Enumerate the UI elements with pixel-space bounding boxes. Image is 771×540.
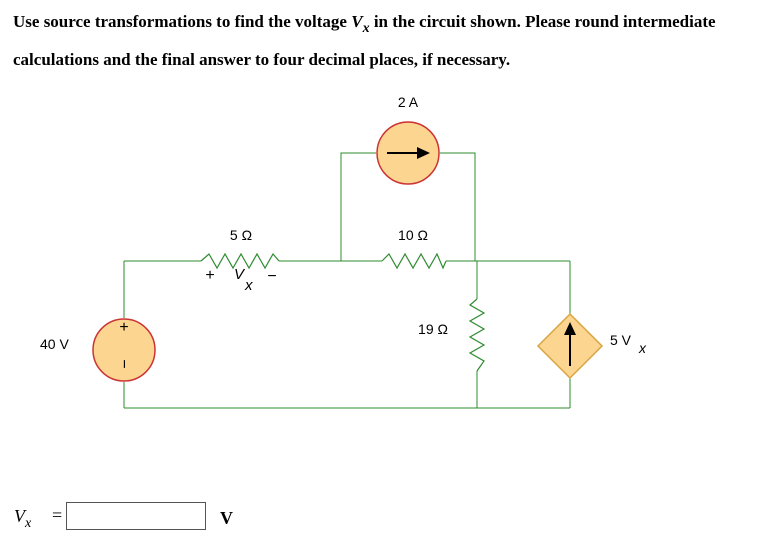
answer-var-sub: x bbox=[25, 516, 32, 531]
vx-sub: x bbox=[244, 277, 253, 294]
question-part2: in the circuit shown. Please round inter… bbox=[13, 12, 716, 69]
dep-source-label: 5 V bbox=[610, 332, 632, 348]
answer-unit: V bbox=[220, 508, 233, 528]
wire-cs-loop bbox=[340, 152, 476, 261]
vx-minus: − bbox=[267, 268, 276, 285]
question-text: Use source transformations to find the v… bbox=[13, 4, 768, 78]
voltage-source-label: 40 V bbox=[40, 336, 69, 352]
vx-plus: + bbox=[205, 267, 214, 284]
resistor-10ohm bbox=[381, 252, 447, 270]
question-var: V bbox=[351, 12, 363, 31]
answer-var: V bbox=[14, 506, 25, 526]
answer-label: Vx bbox=[14, 506, 31, 531]
resistor-19ohm bbox=[468, 298, 486, 372]
voltage-source bbox=[92, 318, 156, 382]
r-left-label: 5 Ω bbox=[230, 227, 252, 243]
vx-var: V bbox=[234, 266, 246, 283]
answer-input[interactable] bbox=[66, 502, 206, 530]
wires bbox=[123, 152, 571, 409]
source-minus: − bbox=[115, 359, 132, 368]
answer-equals: = bbox=[52, 505, 63, 525]
source-plus: + bbox=[119, 319, 128, 336]
question-part1: Use source transformations to find the v… bbox=[13, 12, 352, 31]
resistor-5ohm bbox=[200, 252, 280, 270]
dep-source-sub: x bbox=[638, 340, 647, 356]
r-middle-label: 19 Ω bbox=[418, 321, 448, 337]
right-arrow-icon bbox=[387, 147, 430, 159]
up-arrow-icon bbox=[564, 322, 576, 366]
current-source-label: 2 A bbox=[398, 94, 419, 110]
question-var-sub: x bbox=[362, 21, 370, 36]
r-top-label: 10 Ω bbox=[398, 227, 428, 243]
